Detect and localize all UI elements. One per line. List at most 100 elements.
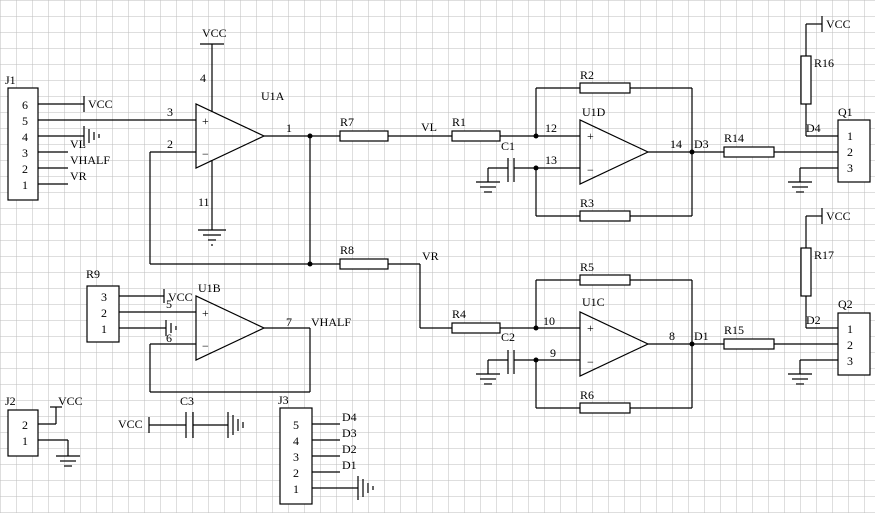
svg-text:3: 3	[293, 450, 299, 464]
j3-d1-label: D1	[342, 458, 357, 472]
j1-vr-label: VR	[70, 169, 87, 183]
connector-q2[interactable]: 1 2 3	[837, 312, 871, 376]
connector-q1[interactable]: 1 2 3	[837, 119, 871, 183]
junction	[307, 261, 313, 267]
q1-ref: Q1	[838, 105, 853, 119]
svg-text:2: 2	[847, 145, 853, 159]
svg-text:3: 3	[847, 161, 853, 175]
r9-vcc-label: VCC	[168, 290, 193, 304]
svg-text:5: 5	[22, 114, 28, 128]
svg-text:+: +	[202, 114, 209, 128]
j3-d4-label: D4	[342, 410, 357, 424]
svg-text:10: 10	[543, 314, 555, 328]
opamp-u1b[interactable]: + −	[195, 295, 266, 361]
c3-ground-symbol	[227, 412, 244, 438]
svg-text:−: −	[202, 339, 209, 353]
resistor-r7[interactable]	[339, 130, 389, 142]
r14-ref: R14	[724, 131, 744, 145]
svg-text:9: 9	[550, 346, 556, 360]
vhalf-net-label: VHALF	[311, 315, 351, 329]
capacitor-c1[interactable]	[488, 158, 536, 182]
j1-vhalf-label: VHALF	[70, 153, 110, 167]
r5-ref: R5	[580, 260, 594, 274]
resistor-r2[interactable]	[579, 82, 631, 94]
capacitor-c2[interactable]	[488, 350, 536, 374]
d1-net-label: D1	[694, 329, 709, 343]
j1-vl-label: VL	[70, 137, 86, 151]
u1a-vcc-label: VCC	[202, 26, 227, 40]
resistor-r8[interactable]	[339, 258, 389, 270]
u1d-ref: U1D	[582, 105, 606, 119]
junction	[689, 149, 695, 155]
svg-text:1: 1	[847, 322, 853, 336]
svg-text:6: 6	[22, 98, 28, 112]
svg-text:2: 2	[167, 137, 173, 151]
svg-text:+: +	[202, 306, 209, 320]
j3-ref: J3	[278, 393, 289, 407]
opamp-u1a[interactable]: + −	[195, 103, 266, 169]
resistor-r15[interactable]	[723, 338, 775, 350]
r8-ref: R8	[340, 243, 354, 257]
svg-text:1: 1	[22, 178, 28, 192]
svg-text:2: 2	[22, 162, 28, 176]
vl-net-label: VL	[421, 120, 437, 134]
c1-ref: C1	[501, 139, 515, 153]
r1-ref: R1	[452, 115, 466, 129]
svg-text:4: 4	[293, 434, 299, 448]
connector-j3[interactable]: 5 4 3 2 1	[279, 407, 313, 505]
connector-j1[interactable]: J1 6 5 4 3 2 1	[5, 73, 196, 201]
svg-text:14: 14	[670, 137, 682, 151]
svg-text:8: 8	[669, 329, 675, 343]
r7-ref: R7	[340, 115, 354, 129]
q2-ground-symbol	[788, 360, 812, 385]
j2-vcc-label: VCC	[58, 394, 83, 408]
j1-ref: J1	[5, 73, 16, 87]
c2-ground-symbol	[476, 360, 500, 385]
resistor-r3[interactable]	[579, 210, 631, 222]
svg-text:6: 6	[166, 331, 172, 345]
resistor-r17[interactable]	[800, 247, 812, 297]
opamp-u1d[interactable]: + −	[579, 119, 650, 185]
r15-ref: R15	[724, 323, 744, 337]
capacitor-c3[interactable]	[149, 412, 228, 438]
u1a-ref: U1A	[261, 89, 285, 103]
r17-vcc-label: VCC	[826, 209, 851, 223]
junction	[307, 133, 313, 139]
svg-text:11: 11	[198, 195, 210, 209]
svg-text:2: 2	[847, 338, 853, 352]
svg-text:7: 7	[286, 315, 292, 329]
resistor-r6[interactable]	[579, 402, 631, 414]
r3-ref: R3	[580, 196, 594, 210]
opamp-u1c[interactable]: + −	[579, 311, 650, 377]
resistor-r14[interactable]	[723, 146, 775, 158]
d4-net-label: D4	[806, 121, 821, 135]
u1c-ref: U1C	[582, 295, 605, 309]
resistor-r5[interactable]	[579, 274, 631, 286]
j3-d3-label: D3	[342, 426, 357, 440]
svg-text:2: 2	[293, 466, 299, 480]
r16-vcc-label: VCC	[826, 17, 851, 31]
j3-ground-symbol	[357, 476, 374, 500]
r16-ref: R16	[814, 56, 834, 70]
j1-vcc-label: VCC	[88, 97, 113, 111]
svg-text:3: 3	[167, 105, 173, 119]
r9-ref: R9	[86, 267, 100, 281]
j3-d2-label: D2	[342, 442, 357, 456]
svg-text:+: +	[587, 321, 594, 335]
svg-text:12: 12	[545, 121, 557, 135]
resistor-r1[interactable]	[451, 130, 501, 142]
resistor-r4[interactable]	[451, 322, 501, 334]
resistor-r16[interactable]	[800, 55, 812, 105]
svg-text:1: 1	[22, 434, 28, 448]
c3-ref: C3	[180, 394, 194, 408]
svg-text:5: 5	[293, 418, 299, 432]
d2-net-label: D2	[806, 313, 821, 327]
vr-net-label: VR	[422, 249, 439, 263]
connector-j2[interactable]: 2 1	[7, 409, 39, 457]
potentiometer-r9[interactable]: 3 2 1	[86, 285, 120, 343]
svg-text:5: 5	[166, 297, 172, 311]
svg-text:3: 3	[847, 354, 853, 368]
svg-text:1: 1	[101, 322, 107, 336]
